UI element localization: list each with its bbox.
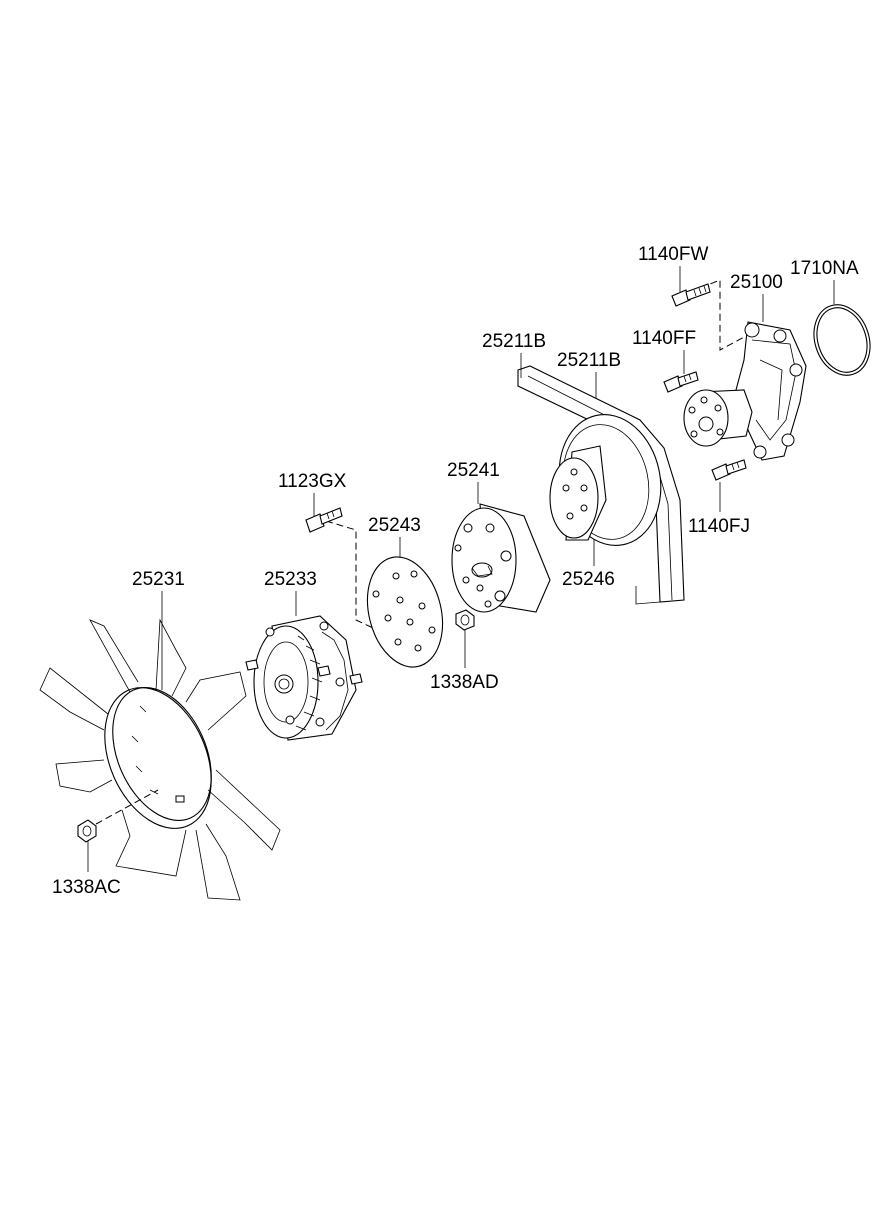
bolts [77,283,747,843]
fan-clutch [245,615,363,741]
gasket-ring [813,304,871,376]
label-1338ad[interactable]: 1338AD [430,672,499,693]
label-1710na[interactable]: 1710NA [790,258,859,279]
label-25243[interactable]: 25243 [368,515,421,536]
label-25233[interactable]: 25233 [264,569,317,590]
label-25211b-lower[interactable]: 25211B [557,350,621,371]
label-1123gx[interactable]: 1123GX [278,471,347,492]
label-25100[interactable]: 25100 [730,272,783,293]
leader-lines [87,266,835,872]
water-pump [683,321,807,461]
label-1140ff[interactable]: 1140FF [632,328,696,349]
label-1140fj[interactable]: 1140FJ [688,516,750,537]
cooling-fan [39,618,281,901]
spacer-hub [451,503,551,613]
pulley [549,414,662,546]
part-labels: 1140FW 1710NA 25100 1140FF 25211B 25211B… [52,244,859,898]
label-1140fw[interactable]: 1140FW [638,244,708,265]
mounting-plate [366,556,444,668]
label-25246[interactable]: 25246 [562,569,615,590]
label-25211b-upper[interactable]: 25211B [482,331,546,352]
label-1338ac[interactable]: 1338AC [52,877,121,898]
assembly-axes [95,279,747,825]
label-25241[interactable]: 25241 [447,460,500,481]
label-25231[interactable]: 25231 [132,569,185,590]
